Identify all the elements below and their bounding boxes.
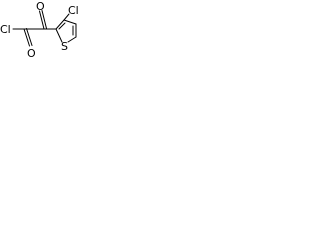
atom-ring-chlorine: Cl <box>68 4 79 17</box>
bond-ring-s-c2 <box>55 28 63 43</box>
atom-ring-sulfur: S <box>61 40 68 53</box>
bond-acyl-carbonyl-double-a <box>23 28 30 47</box>
bond-acyl-carbonyl-double-b <box>26 28 33 46</box>
bond-keto-carbonyl-double-b <box>41 10 47 29</box>
atom-ketone-oxygen: O <box>36 0 45 13</box>
bond-keto-carbonyl-double-a <box>39 10 45 30</box>
atom-acyl-chlorine: Cl <box>0 23 11 36</box>
bond-ring-c5-s <box>67 36 77 43</box>
atom-acyl-oxygen: O <box>27 47 36 60</box>
chemical-structure: Cl O O Cl S <box>0 0 79 60</box>
bond-ring-c2-c3-double <box>58 22 66 30</box>
bond-ring-c3-c4 <box>63 19 77 25</box>
bond-layer <box>12 10 77 47</box>
bond-ring-chlorine <box>63 13 70 21</box>
bond-ring-c2-c3 <box>55 19 65 30</box>
